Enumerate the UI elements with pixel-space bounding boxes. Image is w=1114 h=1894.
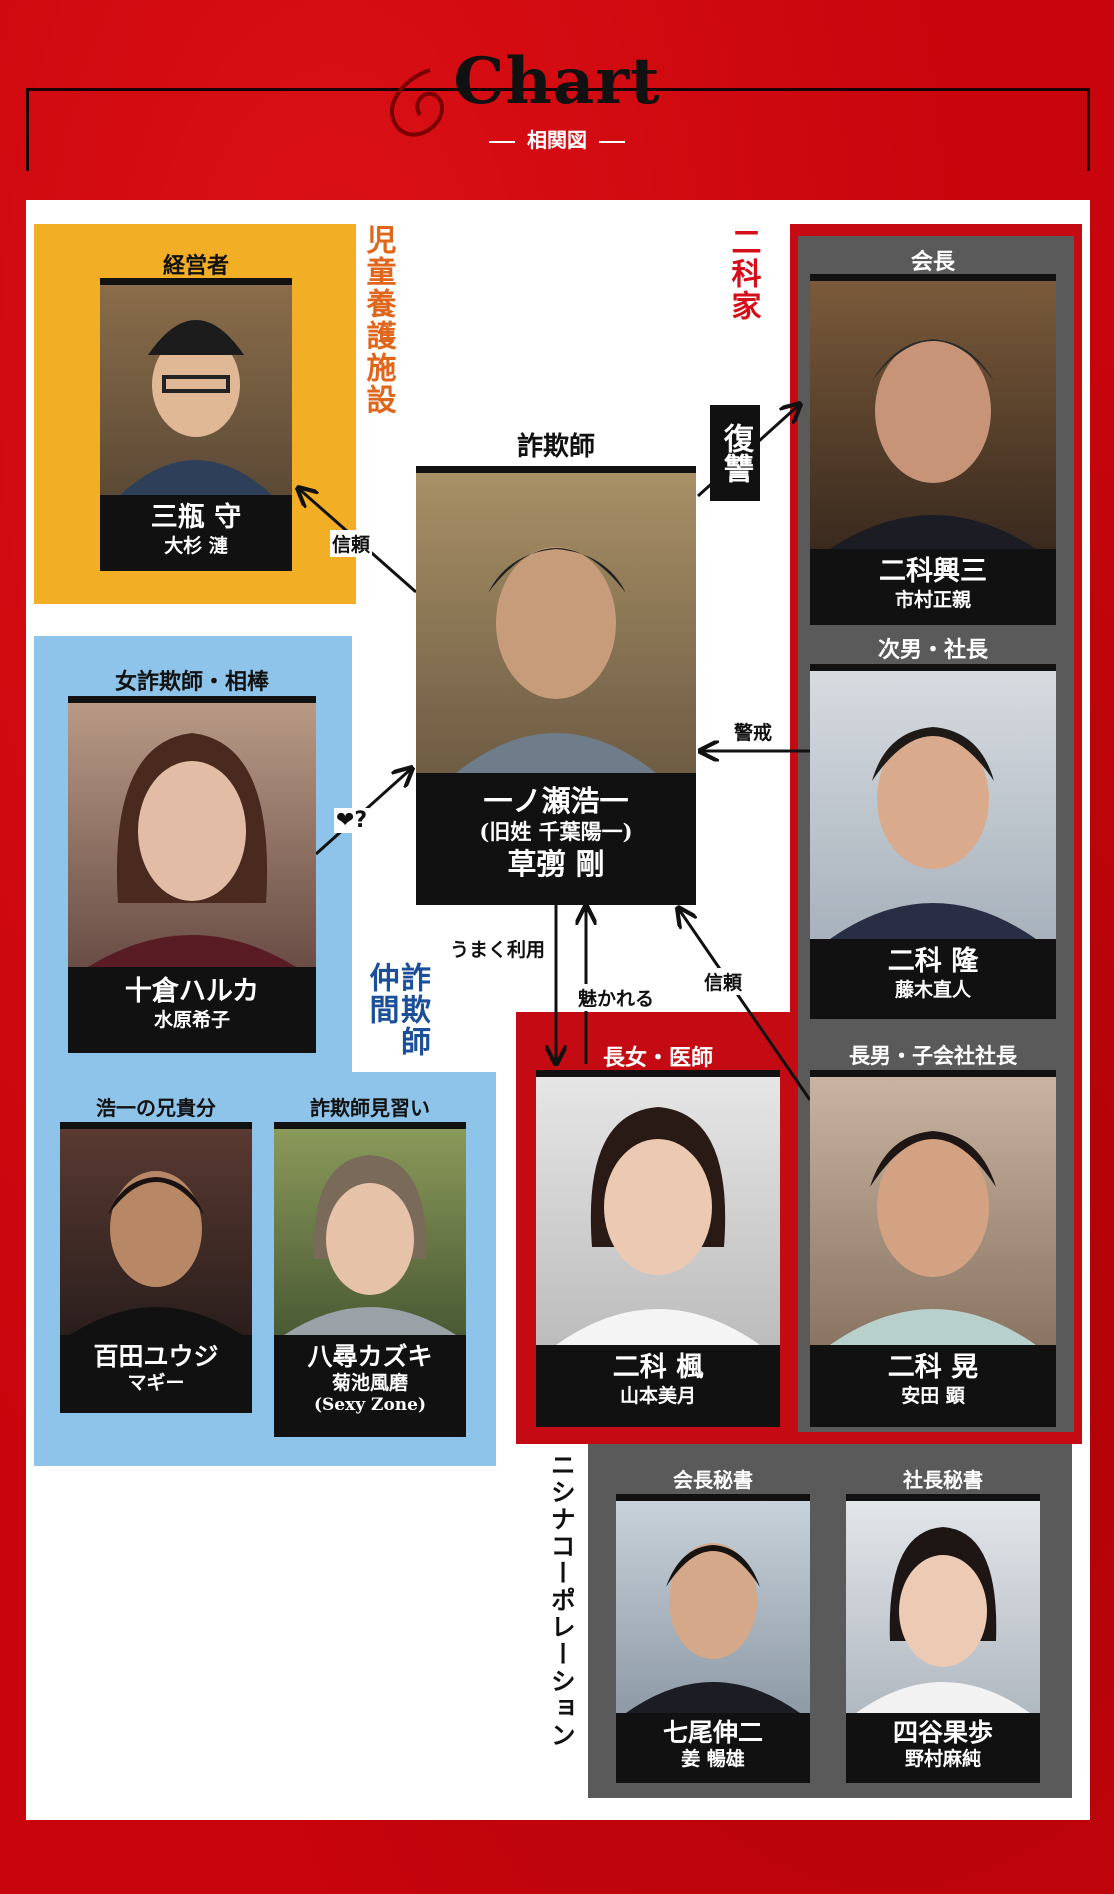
portrait-photo (846, 1501, 1040, 1713)
actor-name: 大杉 漣 (164, 534, 228, 557)
portrait-photo (100, 285, 292, 495)
portrait-photo (416, 473, 696, 773)
actor-name: 藤木直人 (894, 978, 971, 1001)
role-label: 浩一の兄貴分 (96, 1096, 216, 1120)
relation-label-shinrai-1: 信頼 (330, 530, 373, 557)
character-name: 百田ユウジ (93, 1342, 219, 1371)
logo-mark (389, 68, 444, 137)
relation-label-keikai: 警戒 (732, 718, 775, 745)
role-label: 長男・子会社社長 (849, 1043, 1017, 1068)
relation-label-umaku: うまく利用 (448, 935, 548, 962)
header-frame (26, 88, 1090, 171)
character-name: 二科興三 (879, 556, 987, 587)
group-label-jido: 児童養護施設 (360, 224, 396, 416)
character-name: 二科 晃 (887, 1352, 979, 1383)
role-label: 長女・医師 (602, 1045, 713, 1071)
role-label: 女詐欺師・相棒 (114, 669, 269, 695)
role-label: 会長秘書 (673, 1468, 753, 1492)
relation-label-hikareru: 魅かれる (576, 984, 657, 1011)
arrow-from-akira (678, 908, 812, 1101)
portrait-photo (60, 1129, 252, 1335)
nameplate: 二科 楓 山本美月 (536, 1345, 780, 1427)
nameplate: 二科興三 市村正親 (810, 549, 1056, 625)
portrait-photo (68, 703, 316, 967)
nameplate: 三瓶 守 大杉 漣 (100, 495, 292, 571)
character-name: 十倉ハルカ (124, 976, 260, 1007)
nameplate: 七尾伸二 姜 暢雄 (616, 1713, 810, 1783)
actor-name: 草彅 剛 (507, 846, 605, 881)
nameplate: 十倉ハルカ 水原希子 (68, 967, 316, 1053)
role-label: 経営者 (162, 253, 229, 279)
card-akira: 長男・子会社社長 二科 晃 安田 顕 (810, 1036, 1056, 1427)
nameplate: 百田ユウジ マギー (60, 1335, 252, 1413)
actor-name: 市村正親 (894, 588, 971, 611)
role-label: 詐欺師 (516, 432, 595, 462)
card-yahiro: 詐欺師見習い 八尋カズキ 菊池風磨 (Sexy Zone) (274, 1092, 466, 1437)
page-title: Chart (453, 44, 661, 119)
card-takashi: 次男・社長 二科 隆 藤木直人 (810, 632, 1056, 1019)
role-label: 詐欺師見習い (310, 1096, 430, 1120)
portrait-photo (616, 1501, 810, 1713)
card-nanao: 会長秘書 七尾伸二 姜 暢雄 (616, 1464, 810, 1783)
card-yotsuya: 社長秘書 四谷果歩 野村麻純 (846, 1464, 1040, 1783)
character-name: 四谷果歩 (892, 1718, 993, 1747)
portrait-photo (810, 281, 1056, 549)
card-haruka: 女詐欺師・相棒 十倉ハルカ 水原希子 (68, 664, 316, 1053)
character-name: 二科 楓 (612, 1352, 704, 1383)
character-name: 二科 隆 (887, 946, 979, 977)
card-kaede: 長女・医師 二科 楓 山本美月 (536, 1036, 780, 1427)
portrait-photo (810, 671, 1056, 939)
relation-label-shinrai-2: 信頼 (702, 968, 745, 995)
group-label-corporation: ニシナコーポレーション (547, 1452, 577, 1749)
actor-name: 山本美月 (619, 1384, 696, 1407)
relation-label-love: ❤? (334, 808, 370, 833)
character-name: 七尾伸二 (662, 1718, 763, 1747)
card-ichinose: 詐欺師 一ノ瀬浩一 (旧姓 千葉陽一) 草彅 剛 (416, 426, 696, 905)
card-kozo: 会長 二科興三 市村正親 (810, 240, 1056, 625)
portrait-photo (274, 1129, 466, 1335)
nameplate: 八尋カズキ 菊池風磨 (Sexy Zone) (274, 1335, 466, 1437)
character-name: 八尋カズキ (307, 1342, 433, 1371)
card-momota: 浩一の兄貴分 百田ユウジ マギー (60, 1092, 252, 1413)
role-label: 社長秘書 (903, 1468, 983, 1492)
actor-name: 野村麻純 (904, 1748, 981, 1771)
portrait-photo (536, 1077, 780, 1345)
portrait-photo (810, 1077, 1056, 1345)
group-label-sagishi: 詐欺師仲間 (363, 962, 431, 1058)
nameplate: 二科 隆 藤木直人 (810, 939, 1056, 1019)
group-label-nishina: 二科家 (725, 226, 761, 322)
role-label: 次男・社長 (877, 637, 988, 663)
relation-label-fukushu: 復讐 (710, 405, 760, 501)
page-subtitle: 相関図 (0, 124, 1114, 153)
card-mikame: 経営者 三瓶 守 大杉 漣 (100, 248, 292, 571)
nameplate: 四谷果歩 野村麻純 (846, 1713, 1040, 1783)
actor-name: 菊池風磨 (331, 1372, 408, 1395)
actor-name: 姜 暢雄 (681, 1748, 745, 1771)
character-name: 一ノ瀬浩一 (483, 784, 629, 818)
actor-note: (Sexy Zone) (313, 1395, 427, 1415)
role-label: 会長 (910, 249, 955, 275)
actor-name: 安田 顕 (901, 1384, 965, 1407)
character-alias: (旧姓 千葉陽一) (479, 819, 633, 845)
nameplate: 一ノ瀬浩一 (旧姓 千葉陽一) 草彅 剛 (416, 773, 696, 905)
actor-name: マギー (127, 1372, 185, 1395)
actor-name: 水原希子 (153, 1008, 230, 1031)
character-name: 三瓶 守 (150, 502, 242, 533)
nameplate: 二科 晃 安田 顕 (810, 1345, 1056, 1427)
